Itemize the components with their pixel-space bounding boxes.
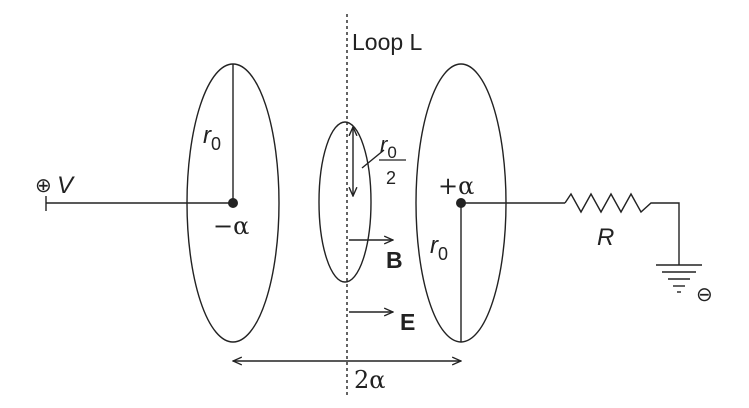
b-field-label: B bbox=[386, 247, 403, 273]
voltage-plus-sign: ⊕ bbox=[35, 175, 52, 197]
loop-label: Loop L bbox=[352, 29, 423, 55]
ground-minus-sign: ⊖ bbox=[696, 284, 713, 306]
half-radius-leader bbox=[361, 149, 385, 169]
small-loop bbox=[318, 121, 372, 283]
half-radius-numerator: r0 bbox=[380, 132, 397, 162]
resistor-symbol bbox=[564, 192, 655, 214]
right-radius-label: r0 bbox=[430, 232, 448, 264]
left-radius-label: r0 bbox=[203, 122, 221, 154]
half-radius-denominator: 2 bbox=[386, 168, 396, 188]
positive-alpha-label: +α bbox=[438, 172, 474, 200]
right-plate-center-dot bbox=[456, 198, 466, 208]
resistor-label: R bbox=[597, 224, 614, 251]
left-plate-center-dot bbox=[228, 198, 238, 208]
voltage-label: V bbox=[57, 172, 75, 199]
e-field-label: E bbox=[400, 309, 415, 335]
negative-alpha-label: −α bbox=[213, 212, 249, 240]
ground-wire bbox=[655, 202, 680, 265]
separation-label: 2α bbox=[354, 366, 385, 394]
